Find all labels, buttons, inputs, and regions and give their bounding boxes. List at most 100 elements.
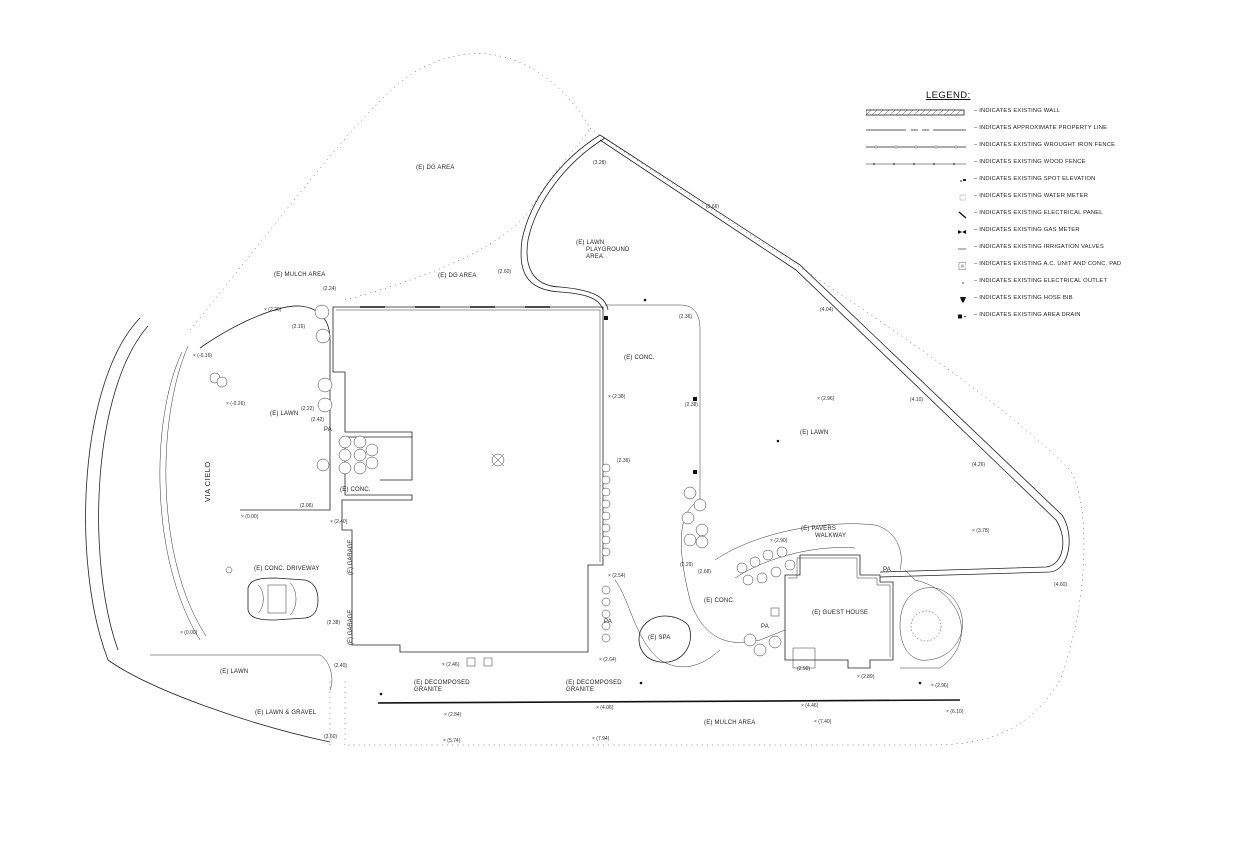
- elevation: (4.04): [820, 307, 833, 313]
- elevation: (4.26): [972, 462, 985, 468]
- elevation: (2.68): [698, 569, 711, 575]
- property-boundary: [189, 53, 1085, 746]
- street-name: VIA CIELO: [203, 461, 212, 502]
- main-house: [332, 306, 604, 653]
- label-pa-4: PA: [883, 567, 891, 573]
- spot-elevation-icon: [959, 179, 966, 183]
- label-pa-2: PA: [604, 619, 612, 625]
- se-lawn-circle: [899, 587, 963, 661]
- legend-row-hose-bib: – INDICATES EXISTING HOSE BIB: [862, 294, 1132, 306]
- label-dg-area-middle: (E) DG AREA: [438, 273, 477, 279]
- label-lawn-east: (E) LAWN: [800, 430, 828, 436]
- legend-row-property-line: – INDICATES APPROXIMATE PROPERTY LINE: [862, 124, 1132, 136]
- elevation: (2.16): [292, 324, 305, 330]
- wall-symbol-icon: [866, 109, 965, 116]
- legend-row-gas-meter: – INDICATES EXISTING GAS METER: [862, 226, 1132, 238]
- elevation: × (6.10): [946, 709, 964, 715]
- spot-elevations: (3.28) (3.66) (2.60) (2.24) × (2.26) (2.…: [180, 160, 1067, 744]
- legend-text: – INDICATES EXISTING A.C. UNIT AND CONC.…: [974, 261, 1122, 267]
- legend-row-electrical-panel: – INDICATES EXISTING ELECTRICAL PANEL: [862, 209, 1132, 221]
- south-conc-boundary: [681, 499, 786, 643]
- legend-text: – INDICATES EXISTING AREA DRAIN: [974, 312, 1081, 318]
- legend-row-wrought-iron: – INDICATES EXISTING WROUGHT IRON FENCE: [862, 141, 1132, 153]
- elevation: × (2.38): [608, 394, 626, 400]
- label-dg-2-line2: GRANITE: [566, 687, 594, 693]
- legend-text: – INDICATES EXISTING HOSE BIB: [974, 295, 1073, 301]
- west-lawn-boundary: [199, 305, 331, 511]
- legend-row-area-drain: – INDICATES EXISTING AREA DRAIN: [862, 311, 1132, 323]
- driveway-edge: [150, 654, 333, 691]
- elevation: (2.38): [685, 402, 698, 408]
- legend-row-wall: – INDICATES EXISTING WALL: [862, 107, 1132, 119]
- elevation: (2.60): [498, 269, 511, 275]
- elevation: × (0.00): [241, 514, 259, 520]
- label-garage-1: (E) GARAGE: [348, 540, 354, 575]
- elevation: (3.60): [324, 734, 337, 740]
- south-wall: [377, 699, 961, 704]
- ac-unit-icon: [958, 262, 966, 270]
- area-drain-icon: [958, 314, 966, 319]
- water-meter-icon: [959, 194, 966, 201]
- legend-row-ac-unit: – INDICATES EXISTING A.C. UNIT AND CONC.…: [862, 260, 1132, 272]
- label-lawn-west: (E) LAWN: [270, 411, 298, 417]
- legend-text: – INDICATES APPROXIMATE PROPERTY LINE: [974, 125, 1108, 131]
- elevation: (2.42): [311, 417, 324, 423]
- elevation: × (2.84): [444, 712, 462, 718]
- label-conc-south: (E) CONC.: [704, 598, 735, 604]
- hose-bib-icon: [960, 297, 966, 303]
- label-conc-west: (E) CONC.: [340, 487, 371, 493]
- property-line-icon: [866, 129, 966, 131]
- trees: [209, 304, 796, 657]
- label-dg-2-line1: (E) DECOMPOSED: [566, 680, 622, 686]
- elevation: × (2.90): [770, 538, 788, 544]
- elevation: (2.06): [300, 503, 313, 509]
- wood-fence-icon: [866, 163, 966, 165]
- elevation: (2.90): [797, 666, 810, 672]
- elevation: × (4.06): [596, 705, 614, 711]
- elevation: × (4.46): [801, 703, 819, 709]
- label-dg-area-north: (E) DG AREA: [416, 165, 455, 171]
- elevation: (2.22): [301, 406, 314, 412]
- label-pavers-2: WALKWAY: [815, 533, 846, 539]
- elevation: × (2.96): [817, 396, 835, 402]
- label-dg-1-line1: (E) DECOMPOSED: [414, 680, 470, 686]
- elevation: × (-0.26): [226, 401, 245, 407]
- legend-text: – INDICATES EXISTING WROUGHT IRON FENCE: [974, 142, 1116, 148]
- label-pavers-1: (E) PAVERS: [801, 526, 836, 532]
- elevation: (3.66): [706, 204, 719, 210]
- car-icon: [247, 577, 319, 621]
- legend-text: – INDICATES EXISTING GAS METER: [974, 227, 1080, 233]
- guest-house: [784, 554, 894, 669]
- legend-row-irrigation-valves: – INDICATES EXISTING IRRIGATION VALVES: [862, 243, 1132, 255]
- label-mulch-area-south: (E) MULCH AREA: [704, 720, 755, 726]
- elevation: (3.28): [593, 160, 606, 166]
- elevation: × (2.46): [442, 662, 460, 668]
- irrigation-valve-icon: [958, 248, 966, 250]
- legend-text: – INDICATES EXISTING WALL: [974, 108, 1061, 114]
- elevation: (2.36): [679, 314, 692, 320]
- legend-text: – INDICATES EXISTING ELECTRICAL OUTLET: [974, 278, 1108, 284]
- legend-row-electrical-outlet: – INDICATES EXISTING ELECTRICAL OUTLET: [862, 277, 1132, 289]
- label-guest-house: (E) GUEST HOUSE: [812, 610, 868, 616]
- elevation: × (3.78): [972, 528, 990, 534]
- label-conc-north: (E) CONC.: [624, 355, 655, 361]
- elevation: × (2.54): [608, 573, 626, 579]
- pavers-walkway-inner: [734, 547, 856, 579]
- label-conc-driveway: (E) CONC. DRIVEWAY: [254, 566, 320, 572]
- elevation: (2.29): [680, 562, 693, 568]
- label-lawn-playground-3: AREA: [586, 254, 603, 260]
- site-symbols: [225, 298, 922, 696]
- elevation: × (2.26): [264, 307, 282, 313]
- elevation: (2.24): [323, 286, 336, 292]
- street-curb-lines: [85, 317, 331, 743]
- elevation: (4.10): [910, 397, 923, 403]
- elevation: × (5.74): [443, 738, 461, 744]
- elevation: (4.60): [1054, 582, 1067, 588]
- label-garage-2: (E) GARAGE: [348, 610, 354, 645]
- elevation: × (2.64): [599, 657, 617, 663]
- label-lawn-gravel: (E) LAWN & GRAVEL: [255, 710, 317, 716]
- legend: LEGEND: – INDICATES EXISTING WALL – INDI…: [862, 90, 1132, 330]
- elevation: × (2.96): [931, 683, 949, 689]
- elevation: × (7.40): [814, 719, 832, 725]
- spa: [638, 615, 691, 663]
